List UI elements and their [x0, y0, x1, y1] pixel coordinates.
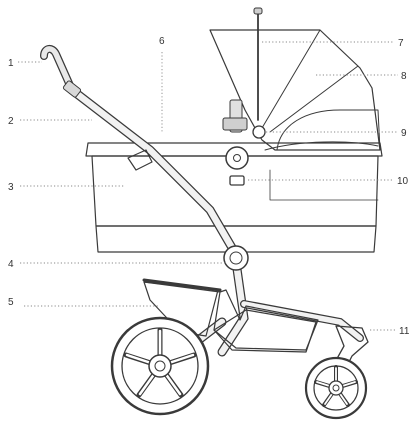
front-wheel — [304, 356, 368, 420]
basket-mesh — [143, 281, 319, 351]
push-bar-fill — [68, 86, 242, 262]
canopy — [209, 7, 381, 151]
rear-wheel — [110, 316, 210, 416]
callout-11: 11 — [399, 326, 410, 337]
handlebar-grip-fill — [41, 46, 75, 93]
basket-body-rear — [213, 309, 317, 353]
callout-labels: 1 2 3 4 5 6 7 8 9 10 11 — [8, 36, 410, 337]
carrycot — [85, 141, 383, 253]
push-bar-joint — [62, 80, 82, 98]
callout-3: 3 — [8, 182, 14, 193]
front-hub-cap — [332, 384, 340, 392]
carrycot-apron — [264, 141, 379, 151]
adapter-clip — [222, 117, 248, 131]
fold-joint-center — [229, 251, 243, 265]
basket-rim — [142, 278, 222, 292]
lower-frame-fill — [241, 301, 363, 341]
canopy-seam — [261, 29, 321, 129]
push-frame — [40, 45, 243, 263]
callout-8: 8 — [401, 71, 407, 82]
callout-10: 10 — [397, 176, 409, 187]
rear-hub-cap — [154, 360, 166, 372]
callout-4: 4 — [8, 259, 14, 270]
brake-lever — [127, 149, 153, 171]
shopping-basket — [142, 278, 319, 353]
carrycot-base — [95, 225, 377, 253]
callout-9: 9 — [401, 128, 407, 139]
hinge-joint-center — [233, 154, 241, 162]
canopy-seam — [269, 65, 359, 133]
chassis-leg-fill — [218, 258, 248, 356]
carrycot-detail — [269, 169, 379, 201]
callout-7: 7 — [398, 38, 404, 49]
callout-5: 5 — [8, 297, 14, 308]
callout-1: 1 — [8, 58, 14, 69]
seat-release — [229, 175, 245, 186]
canopy-opening — [276, 109, 381, 151]
canopy-arm-cap — [253, 7, 263, 15]
canopy-knob — [252, 125, 266, 139]
carrycot-rim — [85, 142, 383, 157]
callout-2: 2 — [8, 116, 14, 127]
leader-lines — [18, 41, 398, 331]
adapter — [222, 99, 266, 186]
callout-6: 6 — [159, 36, 165, 47]
